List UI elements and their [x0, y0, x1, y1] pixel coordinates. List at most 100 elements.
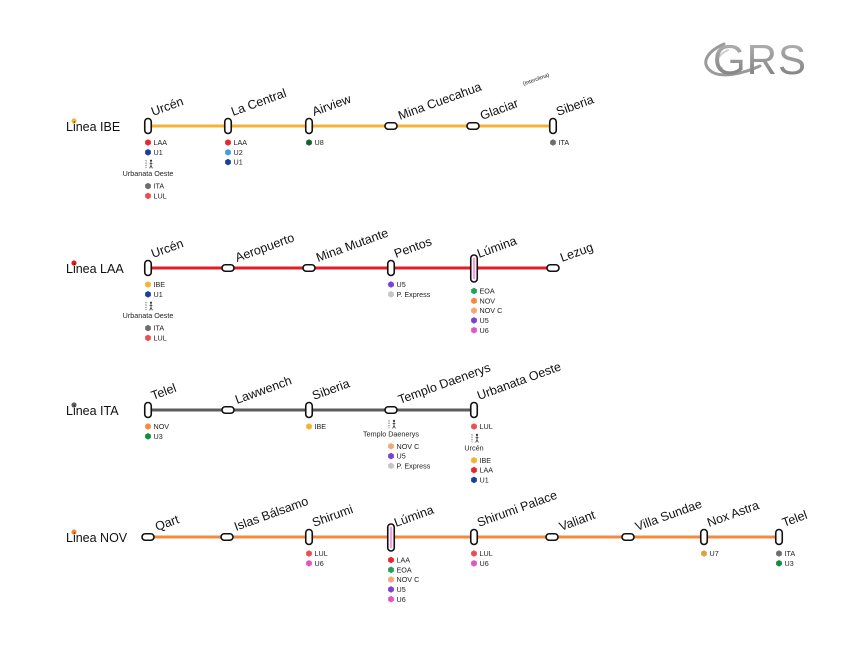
nov-c-connection-icon: [388, 442, 394, 450]
station-marker[interactable]: [469, 401, 479, 419]
connection-label: U1: [154, 290, 163, 299]
laa-connection-icon: [471, 466, 477, 474]
station-marker[interactable]: [546, 263, 560, 273]
station-marker[interactable]: [221, 405, 235, 415]
connection-label: LUL: [480, 422, 493, 431]
station-marker[interactable]: [469, 528, 479, 546]
connection-label: ITA: [154, 182, 165, 191]
connection-label: U1: [154, 148, 163, 157]
station-marker[interactable]: [304, 401, 314, 419]
laa-connection-icon: [225, 139, 231, 146]
station-marker[interactable]: [774, 528, 784, 546]
station-lawwench[interactable]: Lawwench: [221, 373, 294, 415]
transfer-station-label: Urbanata Oeste: [123, 169, 174, 178]
grs-logo: GRS: [704, 36, 806, 83]
station-marker[interactable]: [466, 121, 480, 131]
u8-connection-icon: [306, 139, 312, 146]
station-mina-cuecahua[interactable]: Mina Cuecahua: [384, 80, 483, 131]
connection-item: ITA: [550, 138, 569, 147]
connection-label: U5: [397, 452, 406, 461]
u1-connection-icon: [145, 149, 151, 156]
connection-item: U1: [145, 290, 163, 299]
station-name: Airview: [310, 92, 354, 119]
station-marker[interactable]: [223, 117, 233, 135]
connection-label: LUL: [154, 334, 167, 343]
u1-connection-icon: [225, 158, 231, 166]
u7-connection-icon: [701, 550, 707, 557]
connection-label: U6: [397, 595, 406, 604]
station-name: Shirumi Palace: [475, 488, 559, 530]
station-lezug[interactable]: Lezug: [546, 240, 595, 273]
connection-item: U6: [306, 559, 324, 568]
station-aeropuerto[interactable]: Aeropuerto: [221, 230, 296, 273]
u2-connection-icon: [225, 149, 231, 156]
station-marker[interactable]: [621, 532, 635, 542]
station-name: Shirumi: [310, 502, 355, 530]
connection-item: LUL: [471, 422, 493, 431]
connection-item: U1: [471, 476, 489, 485]
station-marker[interactable]: [304, 117, 314, 135]
station-marker[interactable]: [220, 532, 234, 542]
connection-label: IBE: [480, 456, 492, 465]
line-title: Linea IBE: [66, 120, 120, 134]
connection-item: U1: [145, 148, 163, 157]
u1-connection-icon: [145, 291, 151, 298]
station-marker[interactable]: [221, 263, 235, 273]
connection-label: U7: [710, 549, 719, 558]
station-valiant[interactable]: Valiant: [545, 508, 598, 542]
u5-connection-icon: [388, 586, 394, 593]
station-name: Lezug: [558, 240, 595, 265]
nov-connection-icon: [145, 423, 151, 430]
connection-label: ITA: [559, 138, 570, 147]
connection-item: NOV C: [388, 575, 419, 584]
station-marker[interactable]: [699, 528, 709, 546]
station-marker[interactable]: [545, 532, 559, 542]
station-marker[interactable]: [141, 532, 155, 542]
connection-label: P. Express: [397, 290, 431, 299]
station-islas-balsamo[interactable]: Islas Bálsamo: [220, 494, 310, 542]
connection-item: LAA: [388, 556, 410, 565]
station-mina-mutante[interactable]: Mina Mutante: [302, 226, 390, 273]
connection-label: LAA: [234, 138, 248, 147]
station-marker[interactable]: [548, 117, 558, 135]
walking-transfer-icon: [388, 419, 396, 429]
station-name: Valiant: [557, 508, 597, 534]
station-marker[interactable]: [304, 528, 314, 546]
station-interchange-fill: [389, 526, 393, 549]
connection-label: NOV: [154, 422, 170, 431]
station-name: Telel: [149, 381, 178, 403]
transfer-station-label: Urcén: [464, 443, 483, 452]
walker-head-icon: [149, 159, 153, 162]
station-marker[interactable]: [384, 121, 398, 131]
station-name: Mina Cuecahua: [396, 80, 483, 123]
u6-connection-icon: [306, 560, 312, 567]
u3-connection-icon: [776, 560, 782, 567]
connection-item: LAA: [471, 466, 493, 475]
station-marker[interactable]: [143, 117, 153, 135]
station-glaciar[interactable]: Glaciar(Interclima): [466, 72, 550, 131]
station-marker[interactable]: [143, 401, 153, 419]
connection-item: U2: [225, 148, 243, 157]
station-interchange-fill: [472, 257, 476, 280]
station-marker[interactable]: [143, 259, 153, 277]
station-name: Lúmina: [392, 503, 435, 530]
station-marker[interactable]: [302, 263, 316, 273]
station-marker[interactable]: [384, 405, 398, 415]
station-villa-sundae[interactable]: Villa Sundae: [621, 497, 704, 542]
station-marker[interactable]: [386, 259, 396, 277]
